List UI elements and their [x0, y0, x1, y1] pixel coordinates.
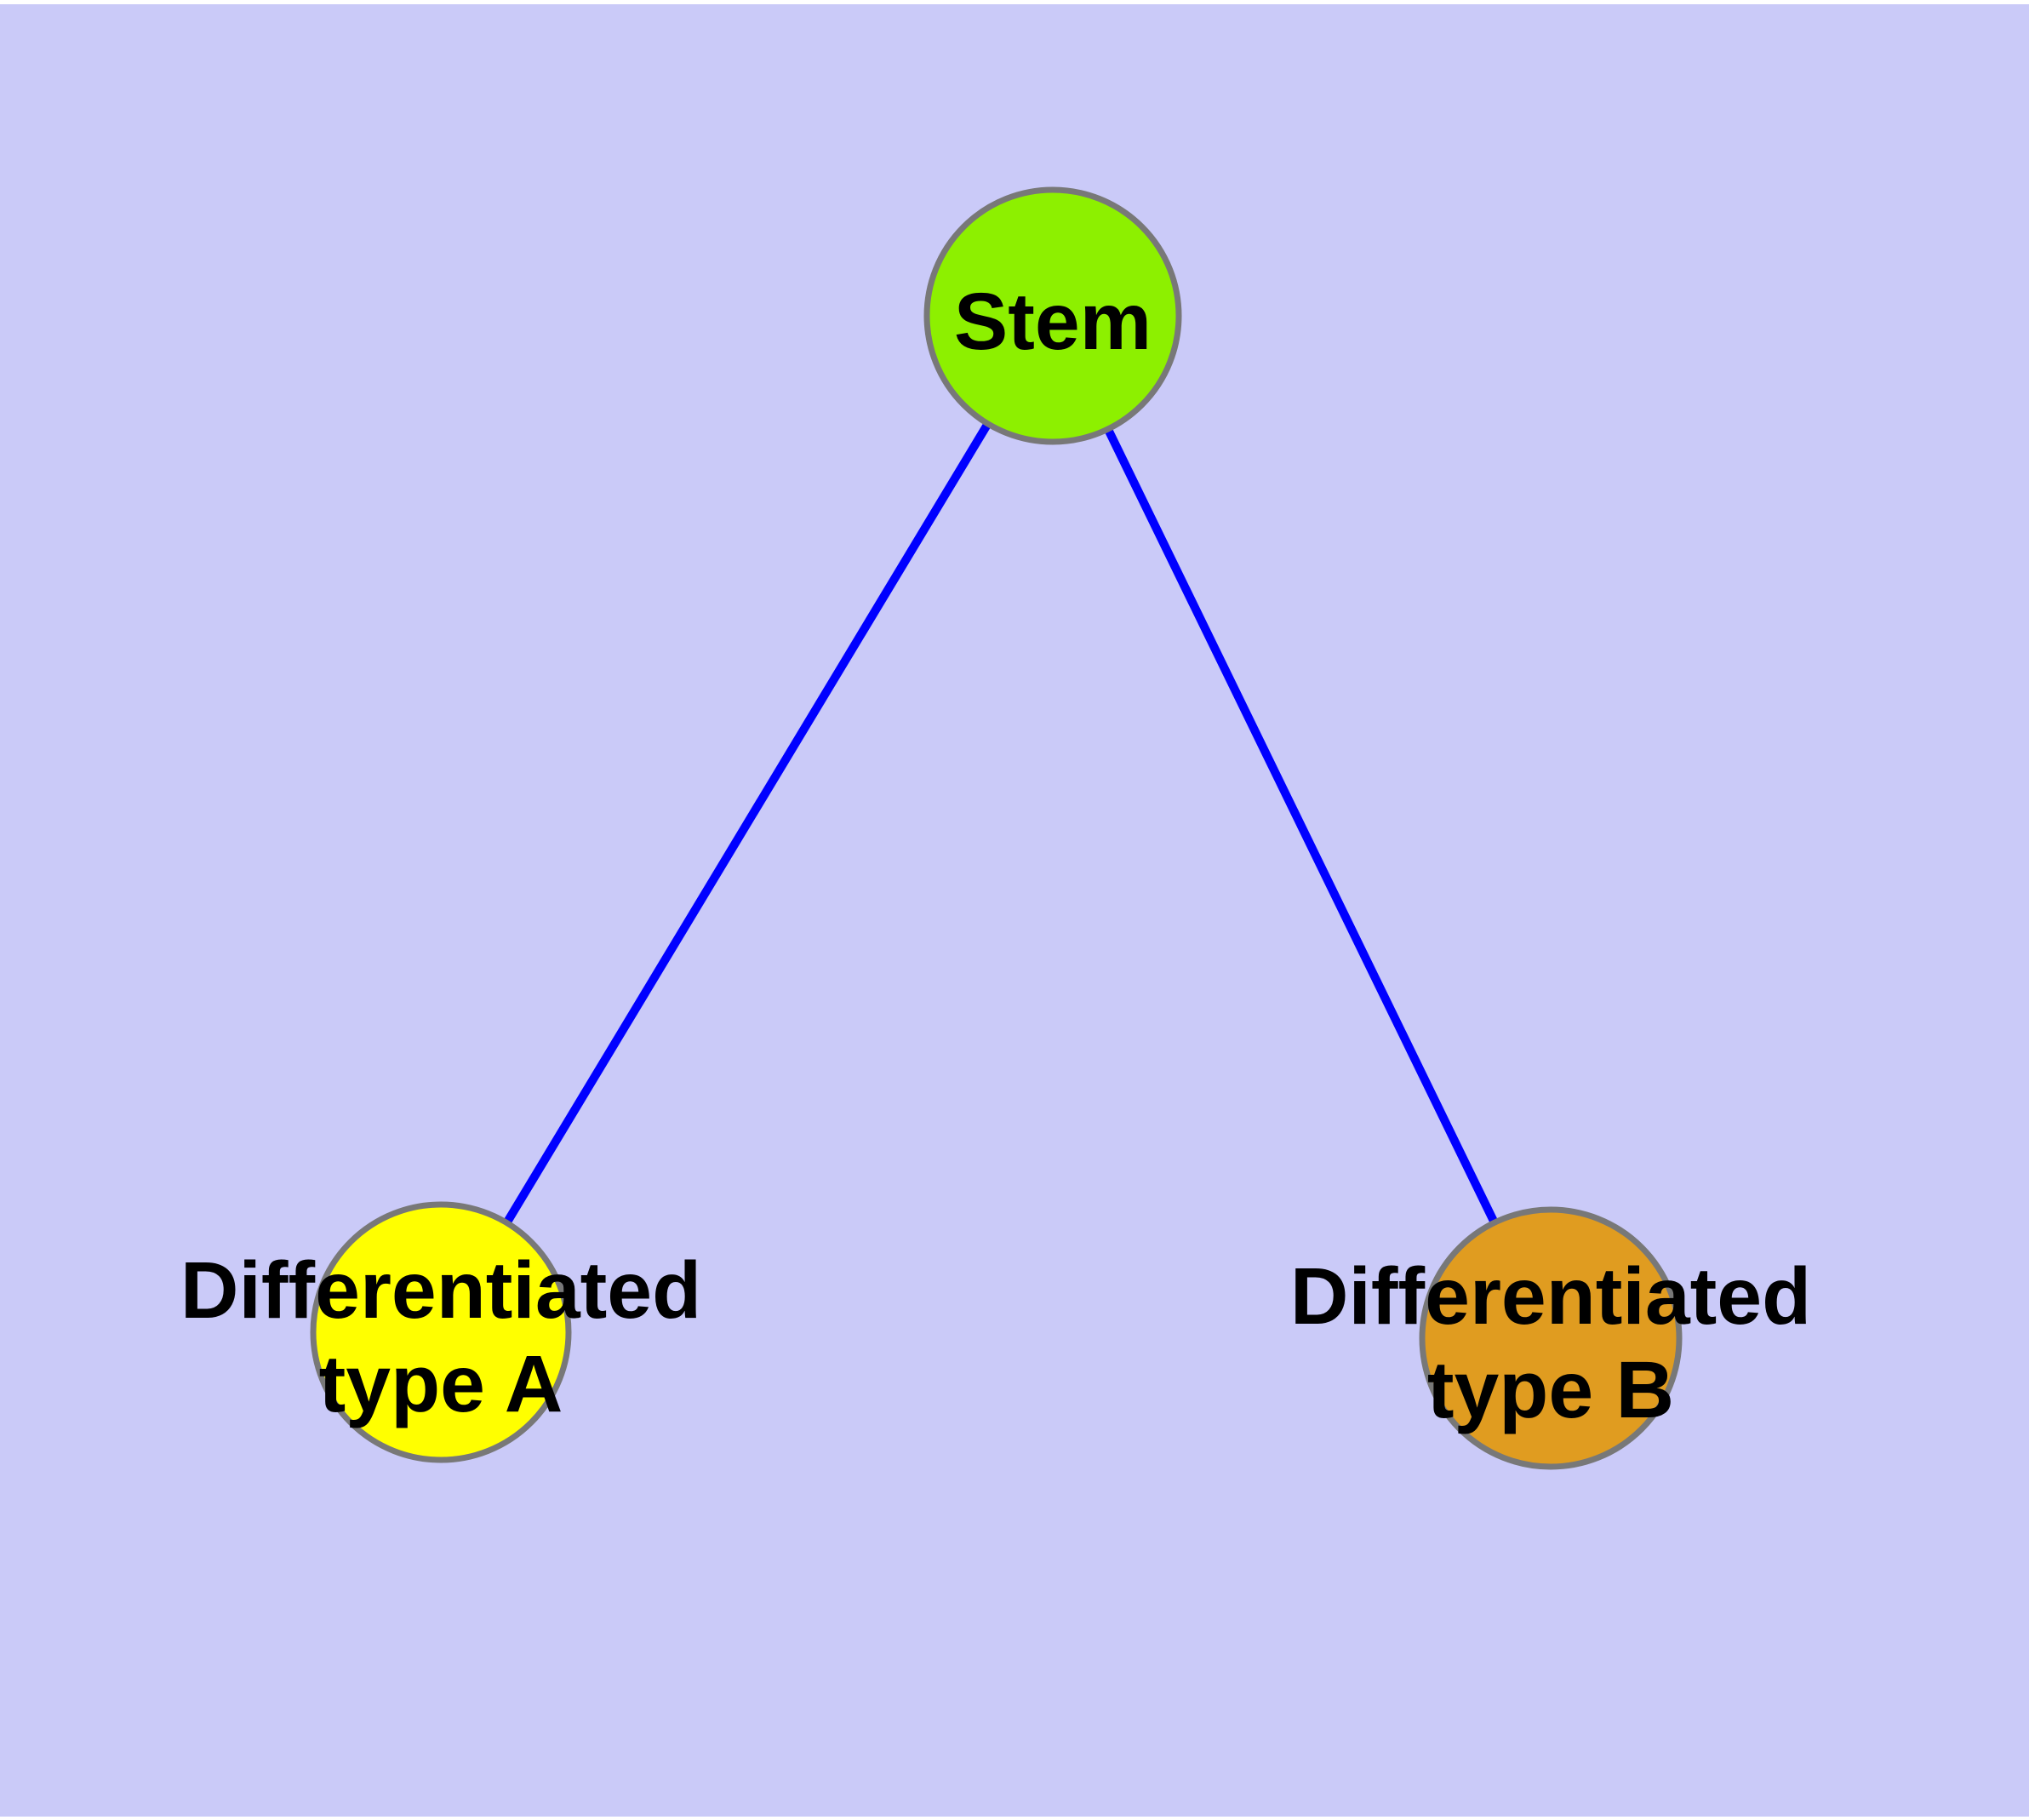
differentiated-type-a-label-line2: type A	[319, 1339, 563, 1429]
differentiated-type-b-circle	[1419, 1206, 1683, 1470]
stem-node: Stem	[923, 186, 1182, 445]
differentiated-type-b-node: Differentiated type B	[1290, 1206, 1811, 1470]
stem-node-label: Stem	[954, 277, 1152, 367]
stem-node-circle	[923, 186, 1182, 445]
differentiated-type-b-label-line2: type B	[1427, 1345, 1674, 1435]
differentiated-type-b-label-line1: Differentiated	[1290, 1251, 1811, 1342]
edge-stem-to-type-a	[437, 313, 1057, 1335]
edge-stem-to-type-b	[1049, 313, 1555, 1341]
differentiated-type-a-circle	[310, 1201, 572, 1463]
differentiated-type-a-node: Differentiated type A	[180, 1201, 701, 1463]
differentiated-type-a-label-line1: Differentiated	[180, 1245, 701, 1336]
